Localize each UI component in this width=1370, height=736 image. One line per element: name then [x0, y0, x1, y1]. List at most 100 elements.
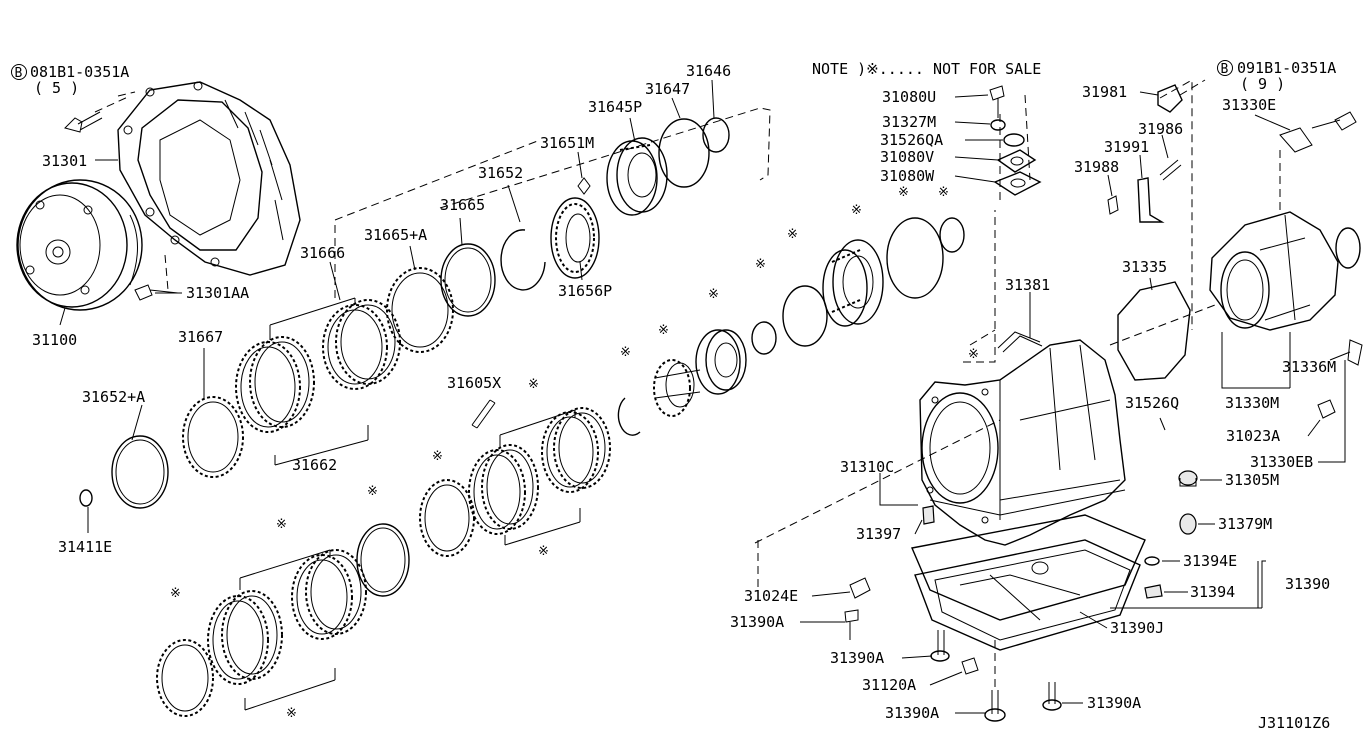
- bolt-31390A-2: [930, 630, 950, 662]
- star-mark: ※: [787, 227, 798, 242]
- label-31390A-1: 31390A: [730, 613, 784, 631]
- washer-31327M: [990, 119, 1006, 131]
- bolt-ref-left: B 081B1-0351A ( 5 ): [11, 63, 129, 97]
- badge-letter: B: [15, 66, 23, 81]
- label-31301AA: 31301AA: [186, 284, 249, 302]
- label-31646: 31646: [686, 62, 731, 80]
- o-ring-31526QA: [1003, 133, 1025, 147]
- seal-31646: [702, 117, 730, 153]
- bolt-31390A-3: [984, 690, 1006, 722]
- star-mark: ※: [367, 484, 378, 499]
- transmission-case-31381: [919, 339, 1126, 546]
- bolt-icon: [64, 111, 103, 133]
- bearing-center: [695, 329, 747, 395]
- clutch-plate-mid: [419, 479, 475, 557]
- star-mark: ※: [538, 544, 549, 559]
- label-31397: 31397: [856, 525, 901, 543]
- label-31526Q: 31526Q: [1125, 394, 1179, 412]
- label-31080V: 31080V: [880, 148, 934, 166]
- label-31981: 31981: [1082, 83, 1127, 101]
- snap-ring-31652A: [111, 435, 169, 509]
- bolt-ref-qty: ( 5 ): [34, 79, 79, 97]
- label-31310C: 31310C: [840, 458, 894, 476]
- leader-lines: [59, 79, 1351, 714]
- ring-31665: [440, 243, 496, 317]
- bolt-ref-right: B 091B1-0351A ( 9 ): [1217, 59, 1336, 93]
- label-31100: 31100: [32, 331, 77, 349]
- oil-pan-31390: [911, 514, 1146, 651]
- plug-31394: [1144, 584, 1163, 599]
- label-31024E: 31024E: [744, 587, 798, 605]
- pin-31986: [1159, 159, 1182, 181]
- label-31390A-4: 31390A: [1087, 694, 1141, 712]
- plate-31080W: [993, 171, 1042, 196]
- label-31080U: 31080U: [882, 88, 936, 106]
- clutch-plate-lower: [156, 639, 214, 717]
- plate-31656P: [550, 197, 600, 279]
- star-marks: ※ ※ ※ ※ ※ ※ ※ ※ ※ ※ ※ ※ ※ ※ ※ ※: [170, 185, 979, 721]
- bolt-31330E: [1279, 127, 1313, 153]
- bolt-ref-qty: ( 9 ): [1240, 75, 1285, 93]
- label-31652A: 31652+A: [82, 388, 145, 406]
- label-31381: 31381: [1005, 276, 1050, 294]
- label-31666: 31666: [300, 244, 345, 262]
- planet-gear: [653, 359, 701, 417]
- label-31986: 31986: [1138, 120, 1183, 138]
- diagram-code: J31101Z6: [1258, 714, 1330, 732]
- label-31651M: 31651M: [540, 134, 594, 152]
- bolt-31390A-1: [844, 609, 859, 640]
- label-31394E: 31394E: [1183, 552, 1237, 570]
- label-31605X: 31605X: [447, 374, 501, 392]
- star-mark: ※: [432, 449, 443, 464]
- ring-small-center: [751, 321, 777, 355]
- star-mark: ※: [528, 377, 539, 392]
- spring-31605X: [471, 399, 496, 429]
- label-31988: 31988: [1074, 158, 1119, 176]
- label-31390J: 31390J: [1110, 619, 1164, 637]
- bushing-31981: [1157, 84, 1183, 113]
- sensor-31336M: [1347, 339, 1363, 366]
- part-labels: 31301 31100 31301AA 31667 31652+A 31411E…: [32, 62, 1336, 722]
- label-31305M: 31305M: [1225, 471, 1279, 489]
- star-mark: ※: [620, 345, 631, 360]
- label-31662: 31662: [292, 456, 337, 474]
- snap-ring-center: [617, 397, 641, 436]
- sensor-31397: [922, 505, 935, 525]
- bolt-31120A: [961, 657, 979, 675]
- bolt-31390A-4: [1042, 682, 1062, 711]
- clutch-set-lower-b: [291, 549, 367, 640]
- label-31379M: 31379M: [1218, 515, 1272, 533]
- dipstick-tube: [997, 331, 1043, 353]
- converter-housing-31301: [117, 81, 301, 276]
- snap-ring-31652: [500, 229, 546, 291]
- label-31667: 31667: [178, 328, 223, 346]
- label-31394: 31394: [1190, 583, 1235, 601]
- star-mark: ※: [851, 203, 862, 218]
- label-31991: 31991: [1104, 138, 1149, 156]
- drum-center: [822, 239, 884, 327]
- seal-small-right: [939, 217, 965, 253]
- label-31330M: 31330M: [1225, 394, 1279, 412]
- clutch-set-31662: [235, 336, 315, 433]
- seal-31647: [658, 118, 710, 188]
- torque-converter-31100: [16, 179, 143, 311]
- label-31335: 31335: [1122, 258, 1167, 276]
- label-31656P: 31656P: [558, 282, 612, 300]
- label-31080W: 31080W: [880, 167, 935, 185]
- label-31647: 31647: [645, 80, 690, 98]
- piston-31645P: [606, 137, 668, 216]
- bolt-ref-code: 091B1-0351A: [1237, 59, 1336, 77]
- badge-b-icon: [1217, 60, 1233, 76]
- label-31652: 31652: [478, 164, 523, 182]
- label-31120A: 31120A: [862, 676, 916, 694]
- ring-31665A: [386, 267, 454, 353]
- star-mark: ※: [968, 347, 979, 362]
- label-31330EB: 31330EB: [1250, 453, 1313, 471]
- washer-31394E: [1144, 556, 1160, 566]
- seal-large-center: [782, 285, 828, 347]
- star-mark: ※: [286, 706, 297, 721]
- label-31301: 31301: [42, 152, 87, 170]
- star-mark: ※: [658, 323, 669, 338]
- badge-b-icon: [11, 64, 27, 80]
